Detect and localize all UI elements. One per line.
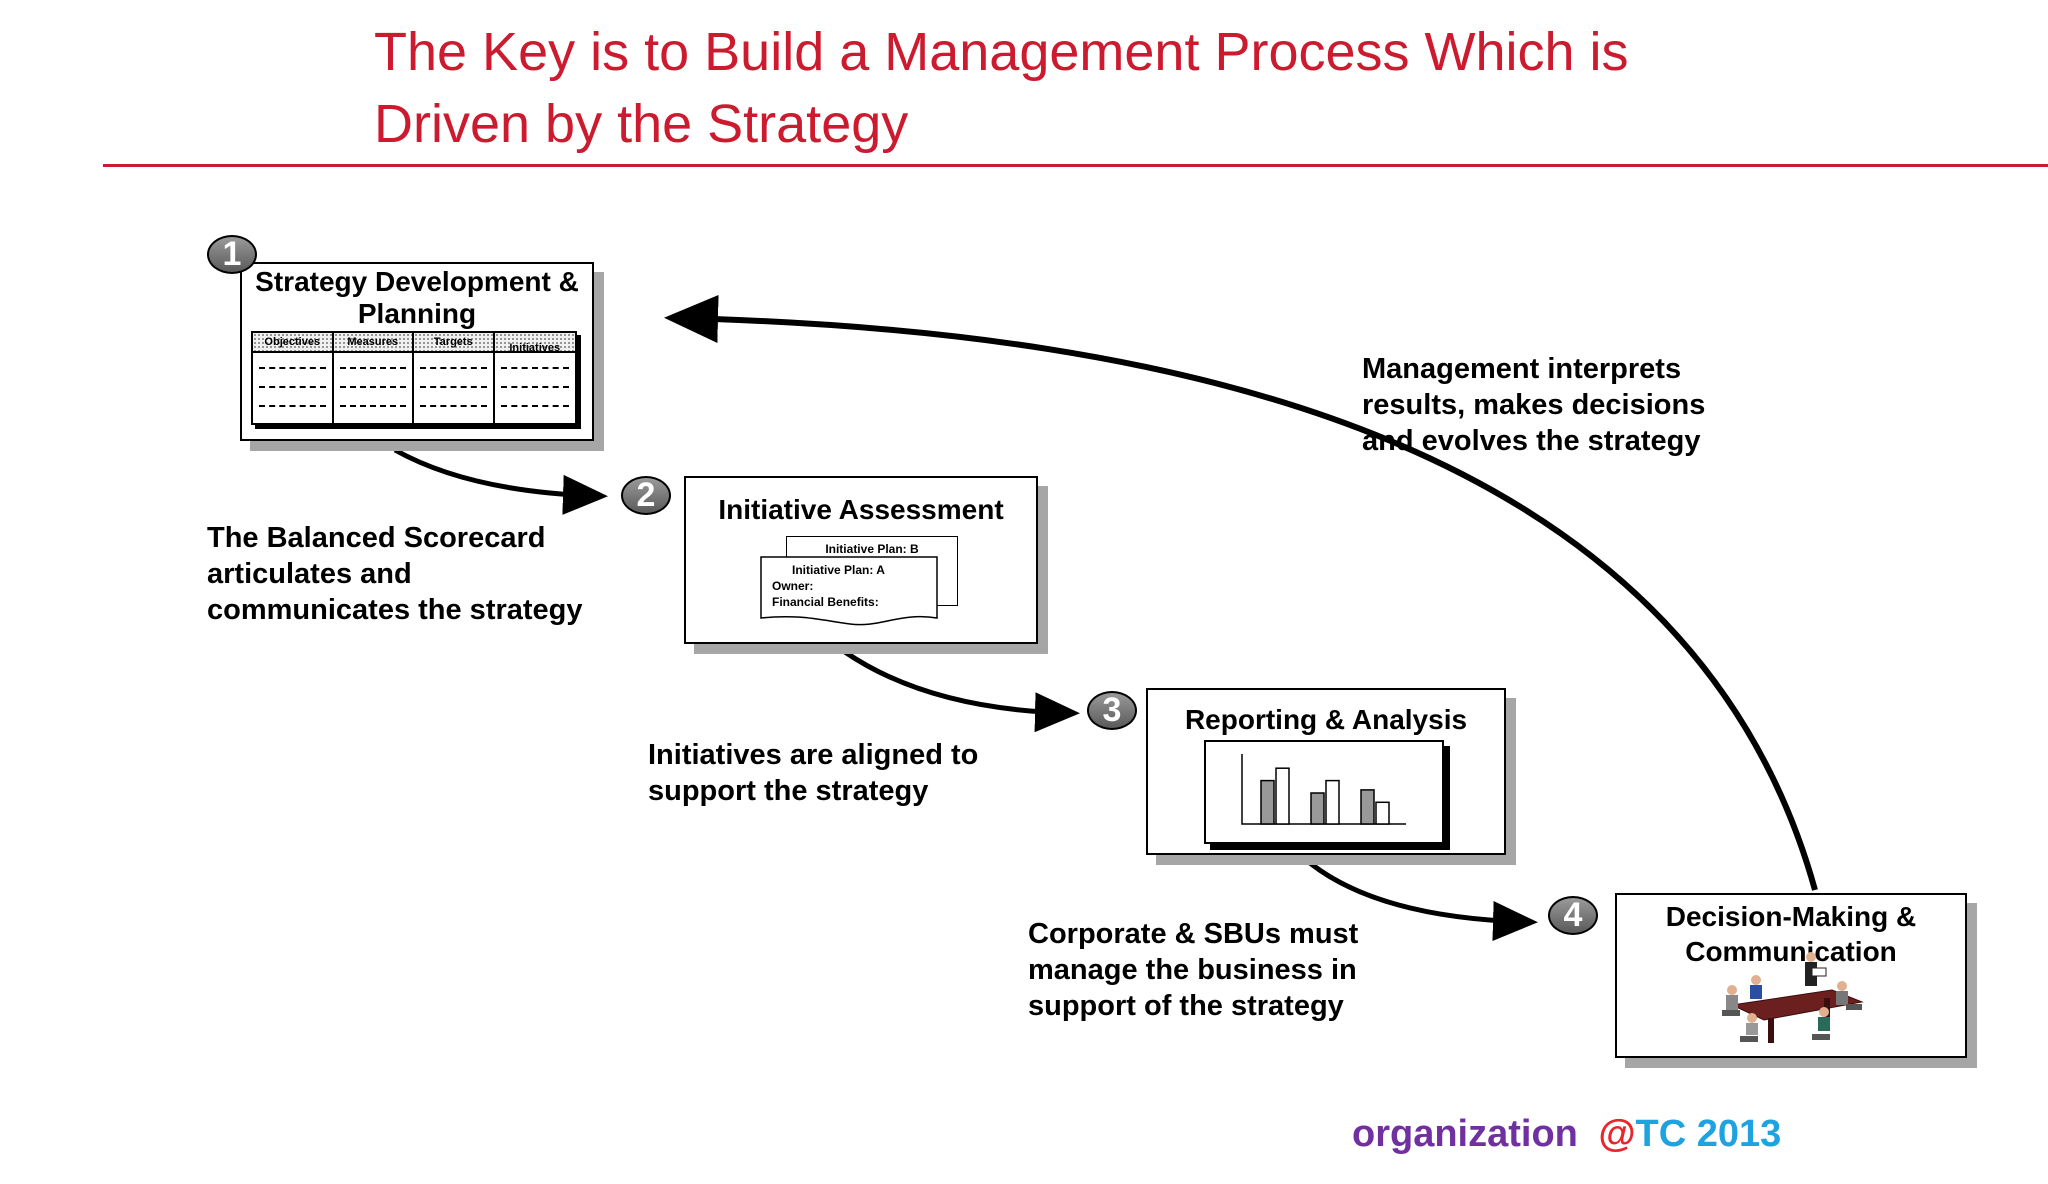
scorecard-col-1	[253, 353, 334, 423]
page-title-line-1: The Key is to Build a Management Process…	[374, 22, 1629, 82]
page-title: The Key is to Build a Management Process…	[374, 16, 1874, 160]
bar-chart-bar	[1360, 789, 1375, 825]
scorecard-header-objectives: Objectives	[253, 333, 334, 353]
arrow-stage2-to-stage3	[843, 649, 1080, 733]
footer-year: 2013	[1696, 1113, 1782, 1155]
stage-2-number-badge: 2	[621, 476, 671, 515]
meeting-table-icon	[1722, 952, 1864, 1043]
scorecard-col-2	[334, 353, 414, 423]
arrow-feedback-loop	[664, 295, 1818, 891]
caption-management-interprets: Management interprets results, makes dec…	[1362, 353, 1706, 457]
scorecard-col-3	[414, 353, 495, 423]
stage-4-number-badge: 4	[1548, 896, 1598, 935]
title-divider	[103, 164, 2048, 167]
arrow-stage3-to-stage4	[1308, 861, 1538, 942]
stage-strategy-development: Strategy Development & Planning Objectiv…	[240, 262, 594, 441]
bar-chart-bar	[1310, 792, 1325, 825]
initiative-plan-owner-label: Owner:	[772, 579, 814, 593]
page-title-line-2: Driven by the Strategy	[374, 94, 909, 154]
bar-chart-bar	[1375, 801, 1390, 825]
stage-1-number-badge: 1	[207, 235, 257, 274]
footer-org: organization	[1352, 1113, 1578, 1155]
bar-chart-bar	[1325, 779, 1340, 825]
scorecard-table: Objectives Measures Targets Initiatives	[251, 331, 577, 425]
stage-4-title: Decision-Making & Communication	[1665, 901, 1917, 967]
scorecard-header-targets: Targets	[414, 333, 495, 353]
caption-balanced-scorecard: The Balanced Scorecard articulates and c…	[207, 522, 583, 626]
initiative-plan-b-label: Initiative Plan: B	[825, 542, 919, 556]
stage-initiative-assessment: Initiative Assessment Initiative Plan: B…	[684, 476, 1038, 644]
initiative-plan-a-sheet	[760, 556, 938, 626]
stage-decision-making: Decision-Making & Communication	[1615, 893, 1967, 1058]
report-chart-frame	[1204, 740, 1444, 844]
scorecard-header-initiatives: Initiatives	[494, 333, 575, 354]
stage-reporting-analysis: Reporting & Analysis	[1146, 688, 1506, 855]
scorecard-col-4	[495, 353, 576, 423]
footer-credit: organization @TC 2013	[1352, 1113, 1781, 1156]
caption-corporate-sbus: Corporate & SBUs must manage the busines…	[1028, 918, 1359, 1022]
initiative-plan-benefits-label: Financial Benefits:	[772, 595, 879, 609]
initiative-plan-a-text: Initiative Plan: A Owner: Financial Bene…	[772, 562, 932, 610]
footer-tc: TC	[1635, 1113, 1687, 1155]
bar-chart-bar	[1260, 779, 1275, 825]
stage-2-title: Initiative Assessment	[718, 494, 1004, 525]
scorecard-header-measures: Measures	[333, 333, 414, 353]
stage-3-number-badge: 3	[1087, 691, 1137, 730]
bar-chart-icon	[1241, 754, 1406, 825]
stage-1-title: Strategy Development & Planning	[255, 266, 579, 329]
arrow-stage1-to-stage2	[393, 447, 608, 515]
stage-3-title: Reporting & Analysis	[1184, 704, 1468, 735]
footer-at: @	[1598, 1113, 1636, 1155]
bar-chart-bar	[1275, 767, 1290, 825]
bar-chart-axis	[1241, 754, 1406, 825]
initiative-plan-a-label: Initiative Plan: A	[792, 563, 885, 577]
caption-initiatives-aligned: Initiatives are aligned to support the s…	[648, 739, 979, 807]
